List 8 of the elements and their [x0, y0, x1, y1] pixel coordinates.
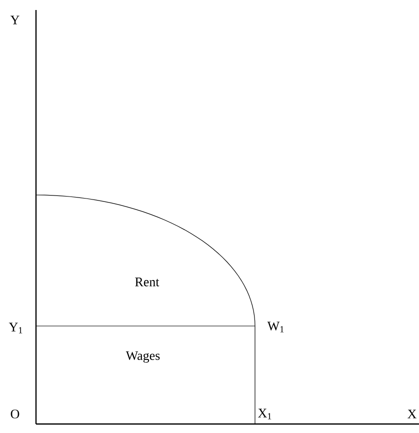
- axis-label: X: [408, 410, 416, 418]
- region-label: Wages: [126, 351, 160, 363]
- point-label: W$_{1}$: [267, 322, 284, 332]
- origin-label: O: [10, 410, 20, 418]
- region-label: Rent: [135, 278, 160, 286]
- axis-label: Y$_{1}$: [8, 322, 22, 334]
- axis-label: X$_{1}$: [258, 408, 272, 420]
- axis-label: Y: [10, 16, 20, 24]
